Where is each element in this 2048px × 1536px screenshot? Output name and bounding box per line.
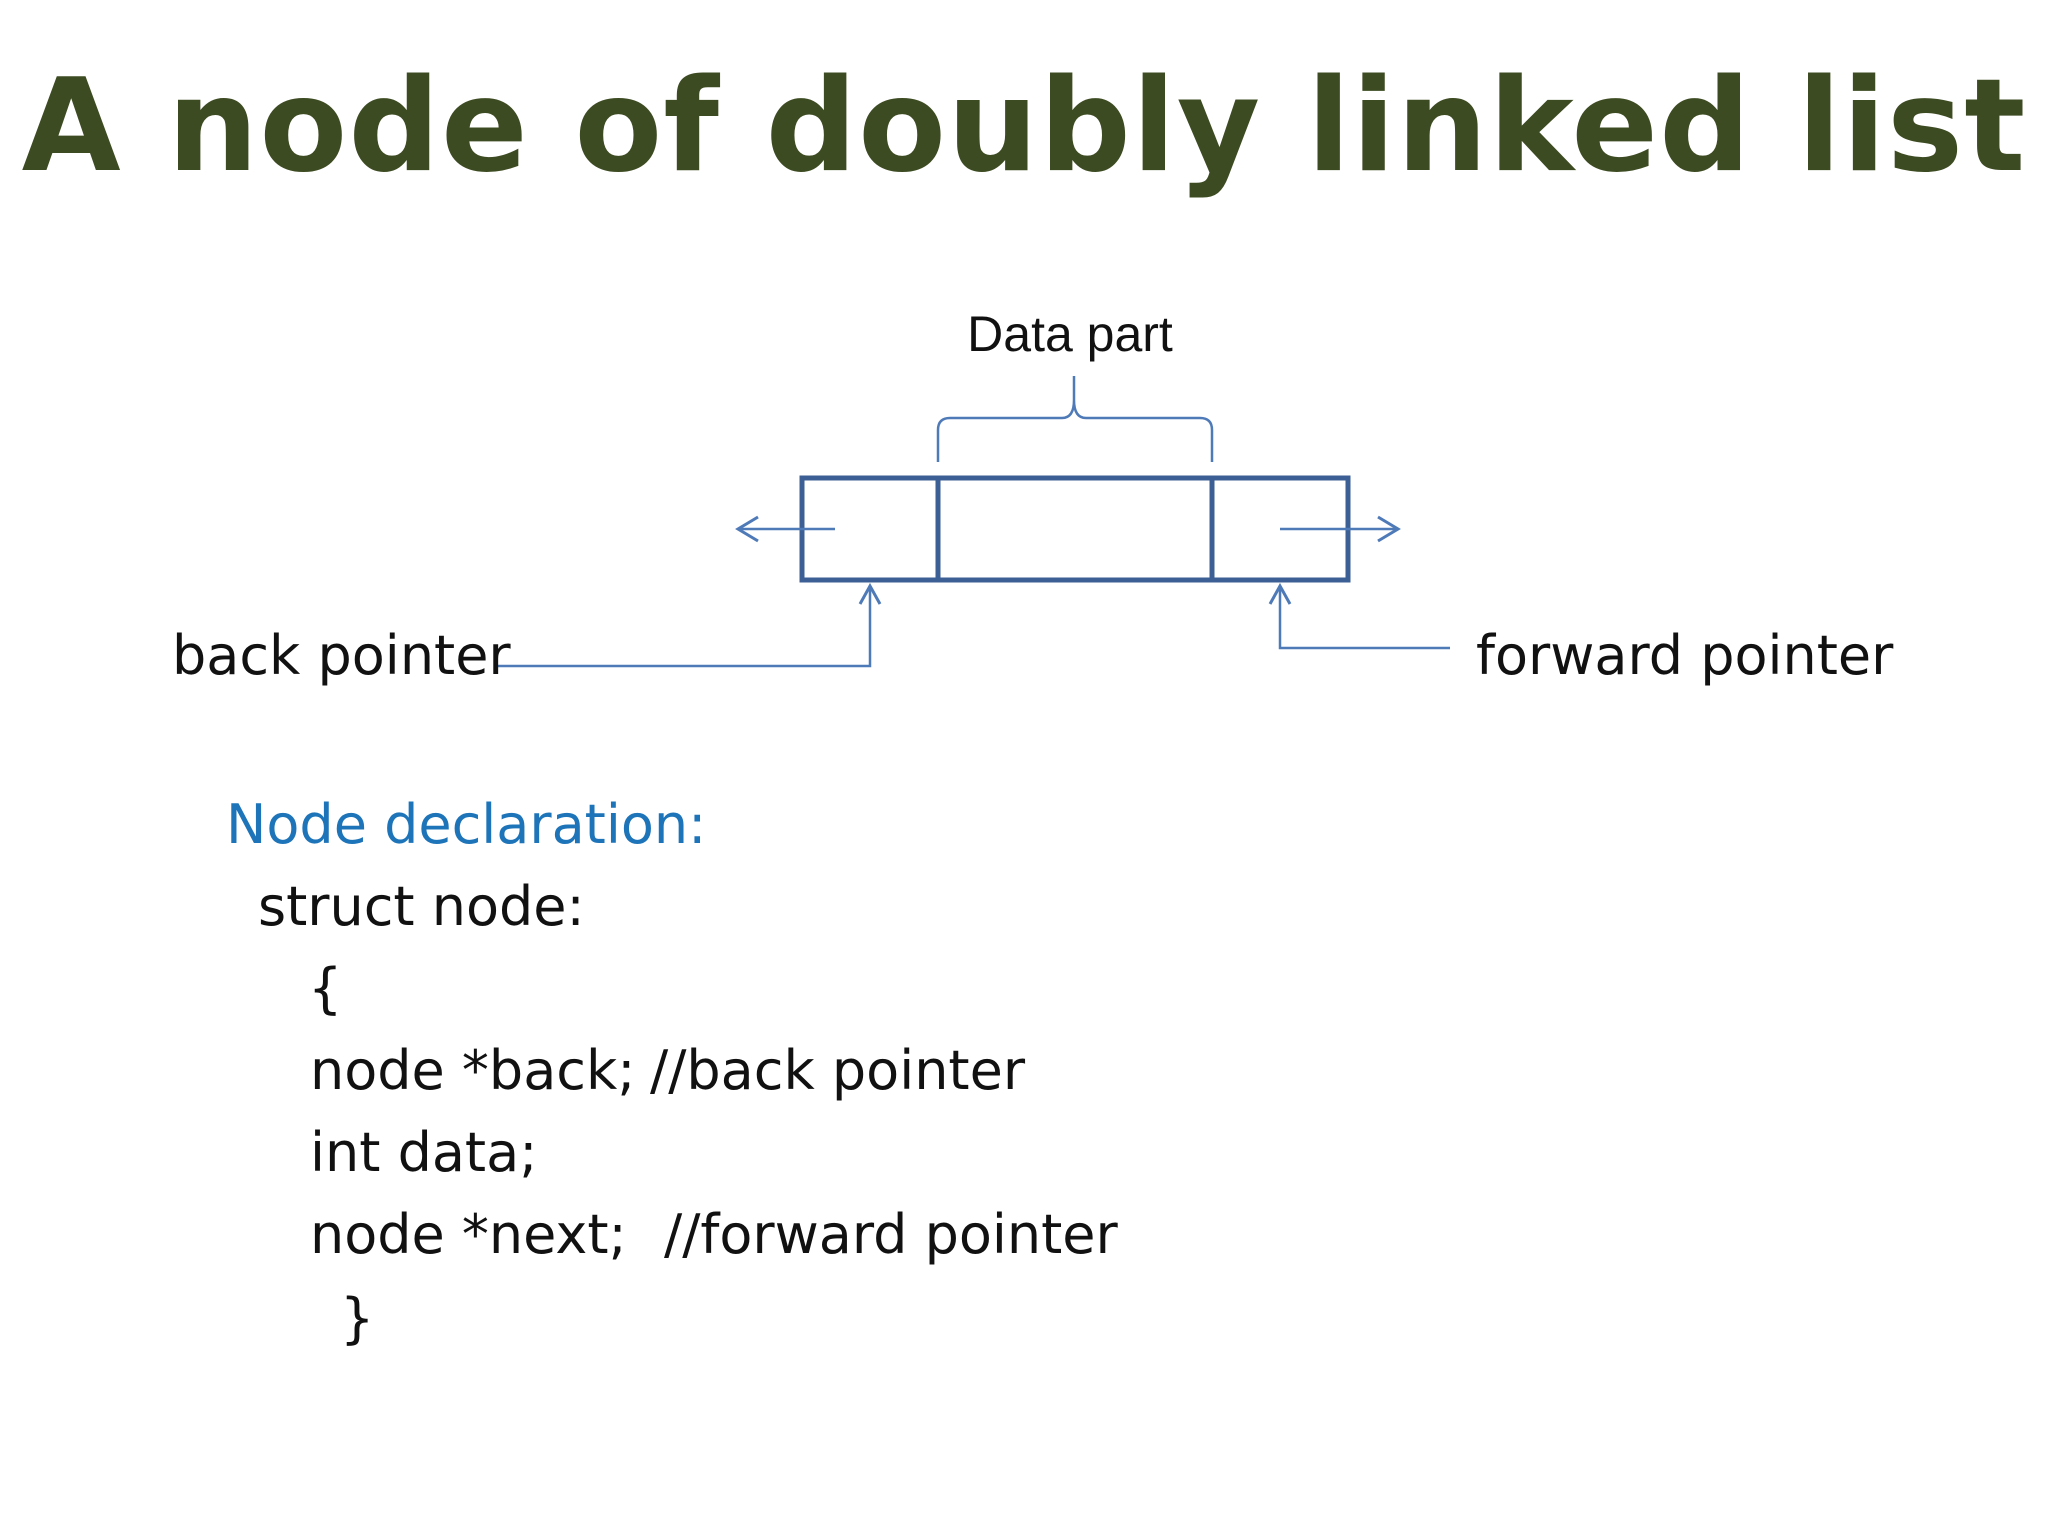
slide-title: A node of doubly linked list	[21, 52, 2027, 201]
back-pointer-leader-arrowhead	[858, 582, 882, 605]
struct-line: struct node:	[258, 875, 585, 938]
node-box	[799, 475, 1351, 583]
data-part-label: Data part	[967, 306, 1173, 362]
node-declaration-heading: Node declaration:	[226, 793, 707, 856]
back-link-arrowhead	[735, 515, 759, 543]
back-member-comment: //back pointer	[650, 1039, 1026, 1102]
forward-pointer-leader-arrowhead	[1268, 582, 1292, 605]
next-member-line: node *next;	[310, 1203, 627, 1266]
data-part-brace	[936, 376, 1214, 462]
forward-link-arrowhead	[1377, 515, 1401, 543]
open-brace: {	[308, 957, 343, 1020]
back-member-line: node *back;	[310, 1039, 636, 1102]
data-member-line: int data;	[310, 1121, 538, 1184]
close-brace: }	[340, 1287, 375, 1350]
forward-pointer-leader	[1278, 588, 1450, 650]
next-member-comment: //forward pointer	[664, 1203, 1118, 1266]
back-pointer-leader	[496, 588, 872, 668]
back-pointer-label: back pointer	[172, 624, 511, 687]
forward-pointer-label: forward pointer	[1476, 624, 1894, 687]
